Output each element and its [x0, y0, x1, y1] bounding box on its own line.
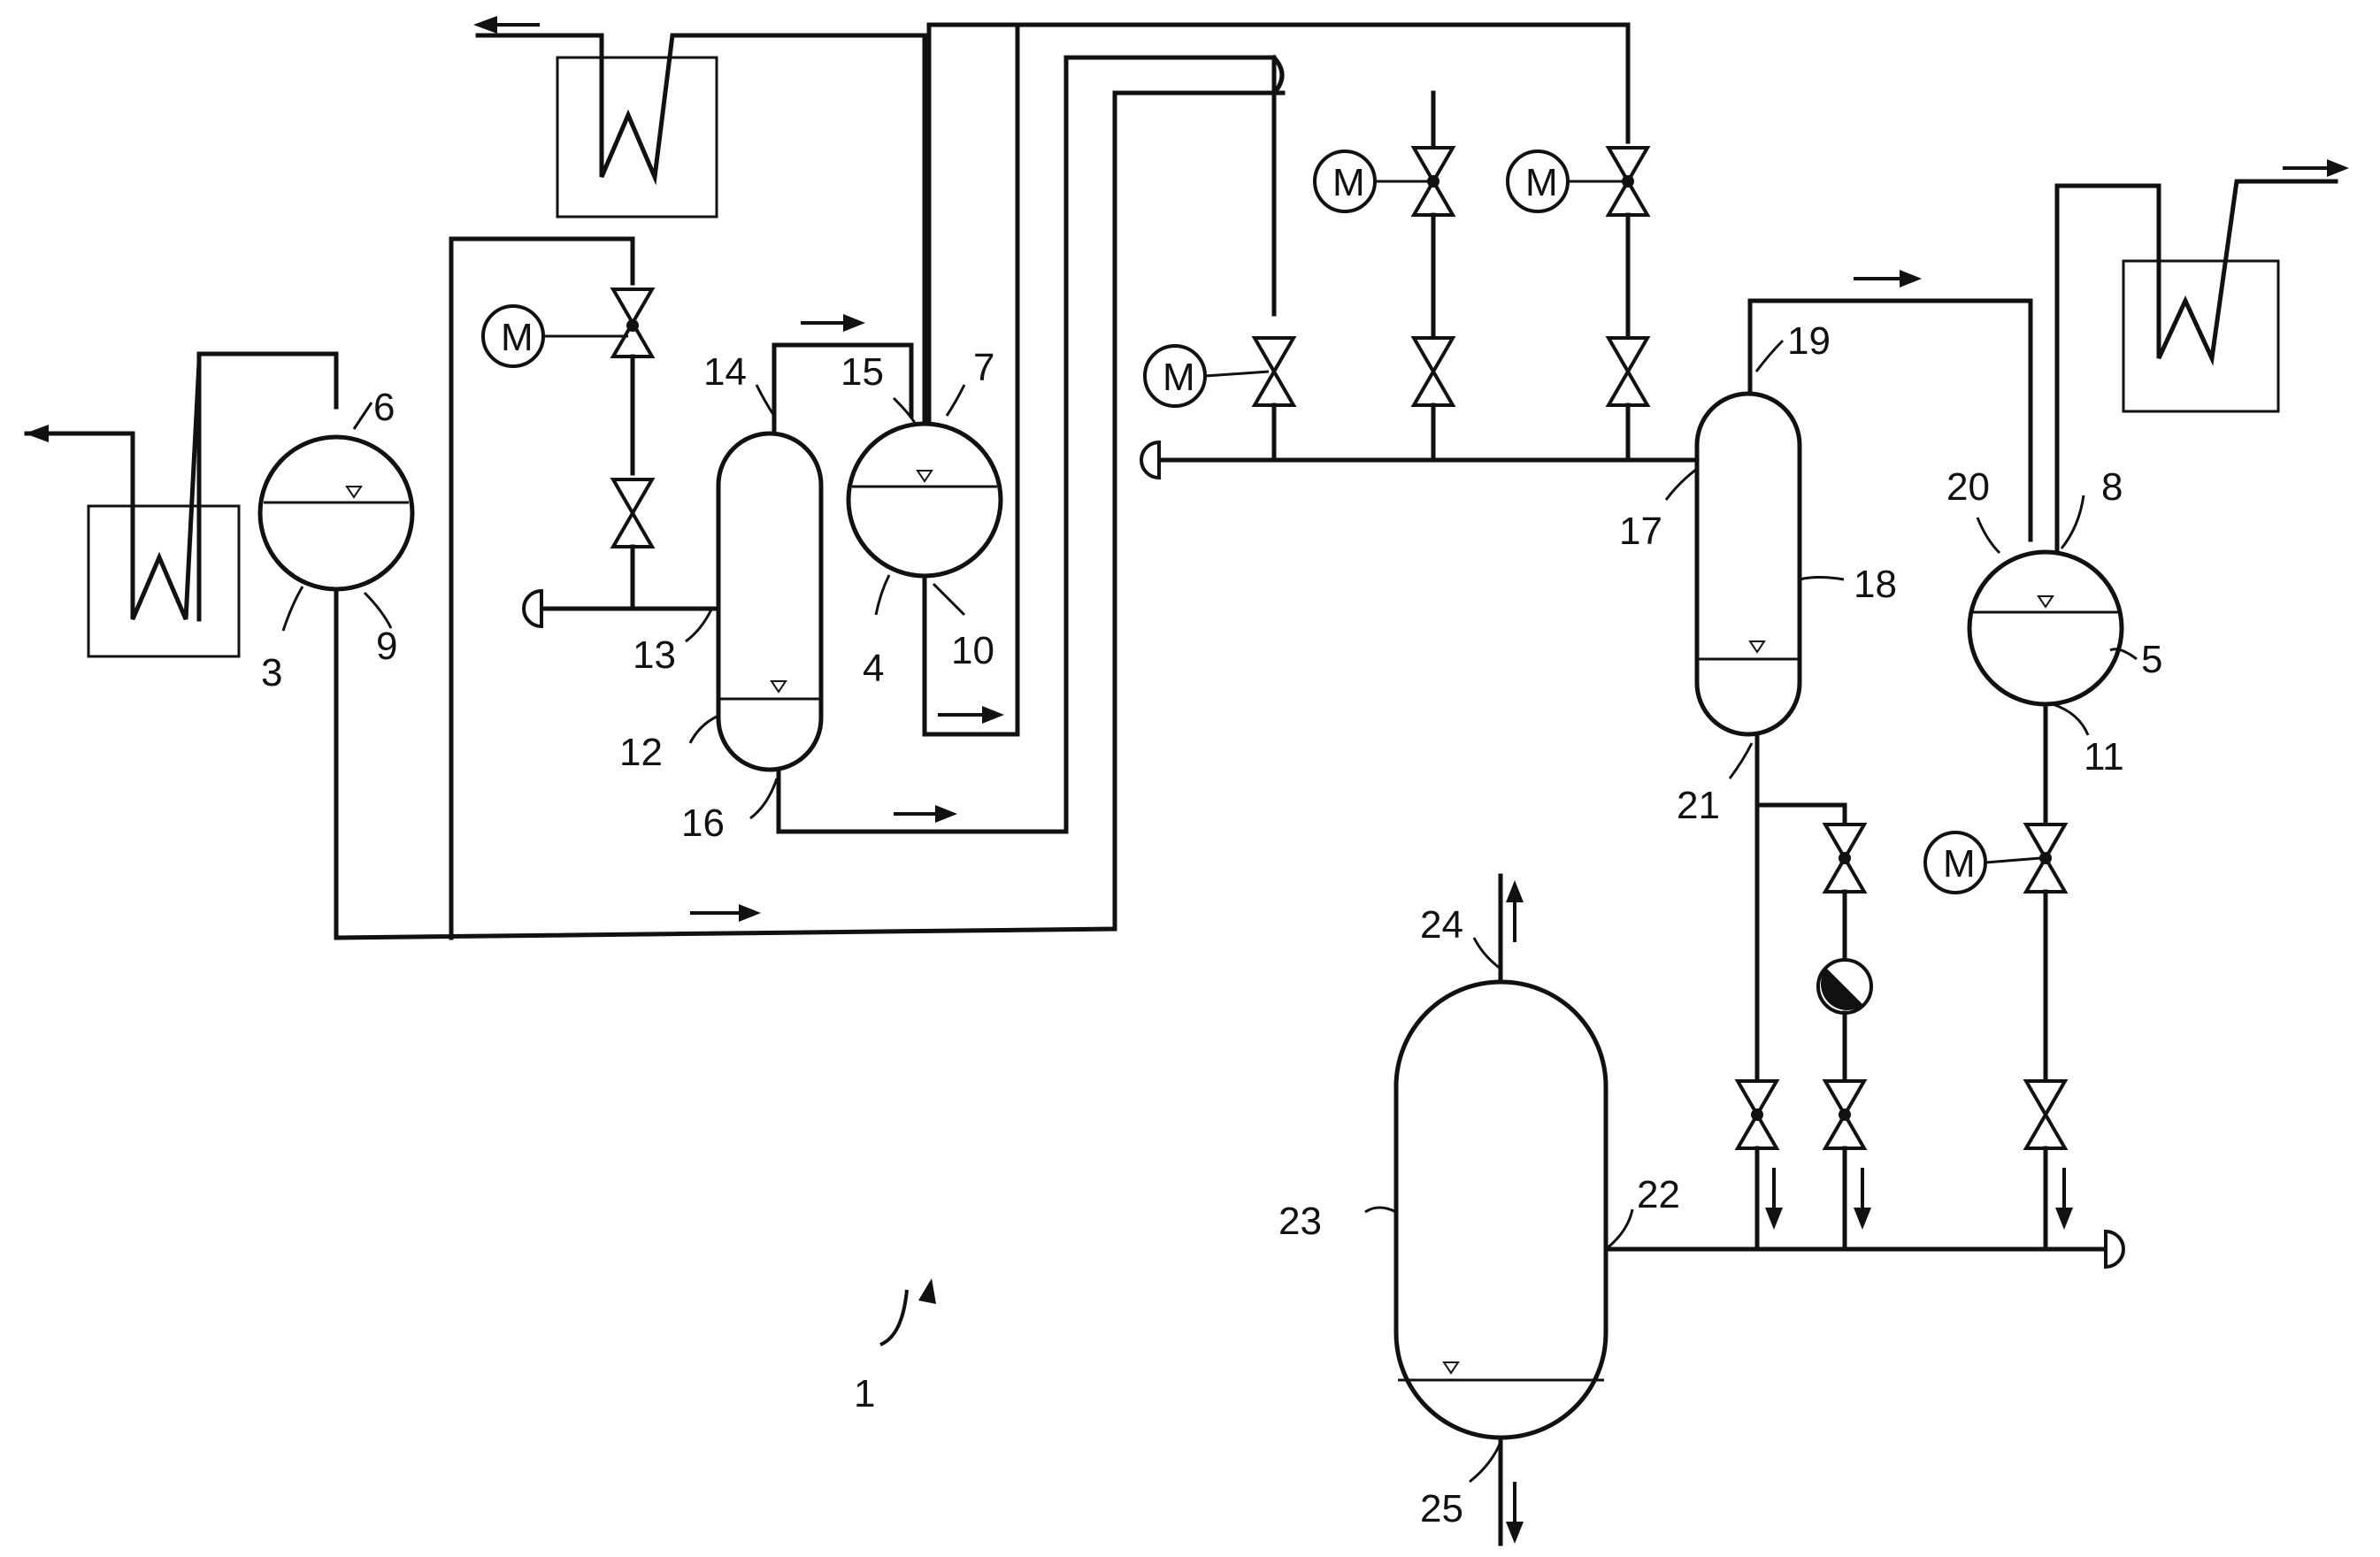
label-14: 14 — [703, 350, 747, 394]
outlet-arrow-top — [473, 16, 540, 34]
drum-4 — [846, 421, 1003, 579]
separator-12 — [716, 431, 824, 772]
heat-exchanger-top — [556, 56, 718, 219]
blind-flange — [522, 588, 543, 629]
label-16: 16 — [681, 802, 725, 845]
label-8: 8 — [2101, 465, 2123, 509]
label-11: 11 — [2084, 735, 2124, 778]
motor-label: M — [1943, 842, 1976, 886]
flow-arrow-19 — [1854, 270, 1922, 288]
label-10: 10 — [951, 629, 994, 672]
heat-exchanger-right — [2122, 259, 2280, 413]
label-20: 20 — [1946, 465, 1990, 509]
flow-arrow-bottom — [690, 904, 761, 922]
label-5: 5 — [2141, 638, 2162, 681]
label-19: 19 — [1787, 319, 1831, 363]
motor-label: M — [1332, 161, 1365, 204]
label-21: 21 — [1677, 784, 1720, 827]
label-12: 12 — [619, 731, 663, 774]
drain-arrows — [1765, 1168, 2073, 1230]
drum-5 — [1967, 549, 2124, 707]
label-9: 9 — [376, 625, 397, 668]
outlet-arrow-right — [2283, 159, 2349, 177]
drum-3 — [257, 434, 415, 592]
outlet-arrow-left — [25, 425, 88, 442]
label-18: 18 — [1854, 563, 1897, 606]
label-7: 7 — [973, 346, 994, 389]
label-17: 17 — [1619, 510, 1662, 553]
label-6: 6 — [373, 386, 395, 429]
label-1: 1 — [854, 1372, 875, 1415]
label-22: 22 — [1637, 1173, 1680, 1216]
motor-label: M — [501, 316, 534, 359]
reference-arrow-1 — [879, 1289, 909, 1346]
motor-label: M — [1525, 161, 1558, 204]
flow-arrow-16 — [894, 805, 957, 823]
label-4: 4 — [863, 647, 884, 690]
flow-arrow-top-12 — [801, 314, 865, 332]
flow-arrow-10 — [938, 706, 1004, 724]
label-24: 24 — [1420, 903, 1463, 947]
label-15: 15 — [841, 350, 884, 394]
label-13: 13 — [633, 633, 676, 677]
tank-23 — [1393, 979, 1608, 1440]
label-23: 23 — [1278, 1200, 1322, 1243]
heat-exchanger-left — [24, 351, 339, 658]
label-25: 25 — [1420, 1487, 1463, 1530]
motor-label: M — [1163, 356, 1195, 399]
label-3: 3 — [261, 651, 282, 694]
separator-18 — [1694, 391, 1802, 737]
leader-lines — [281, 339, 2138, 1484]
